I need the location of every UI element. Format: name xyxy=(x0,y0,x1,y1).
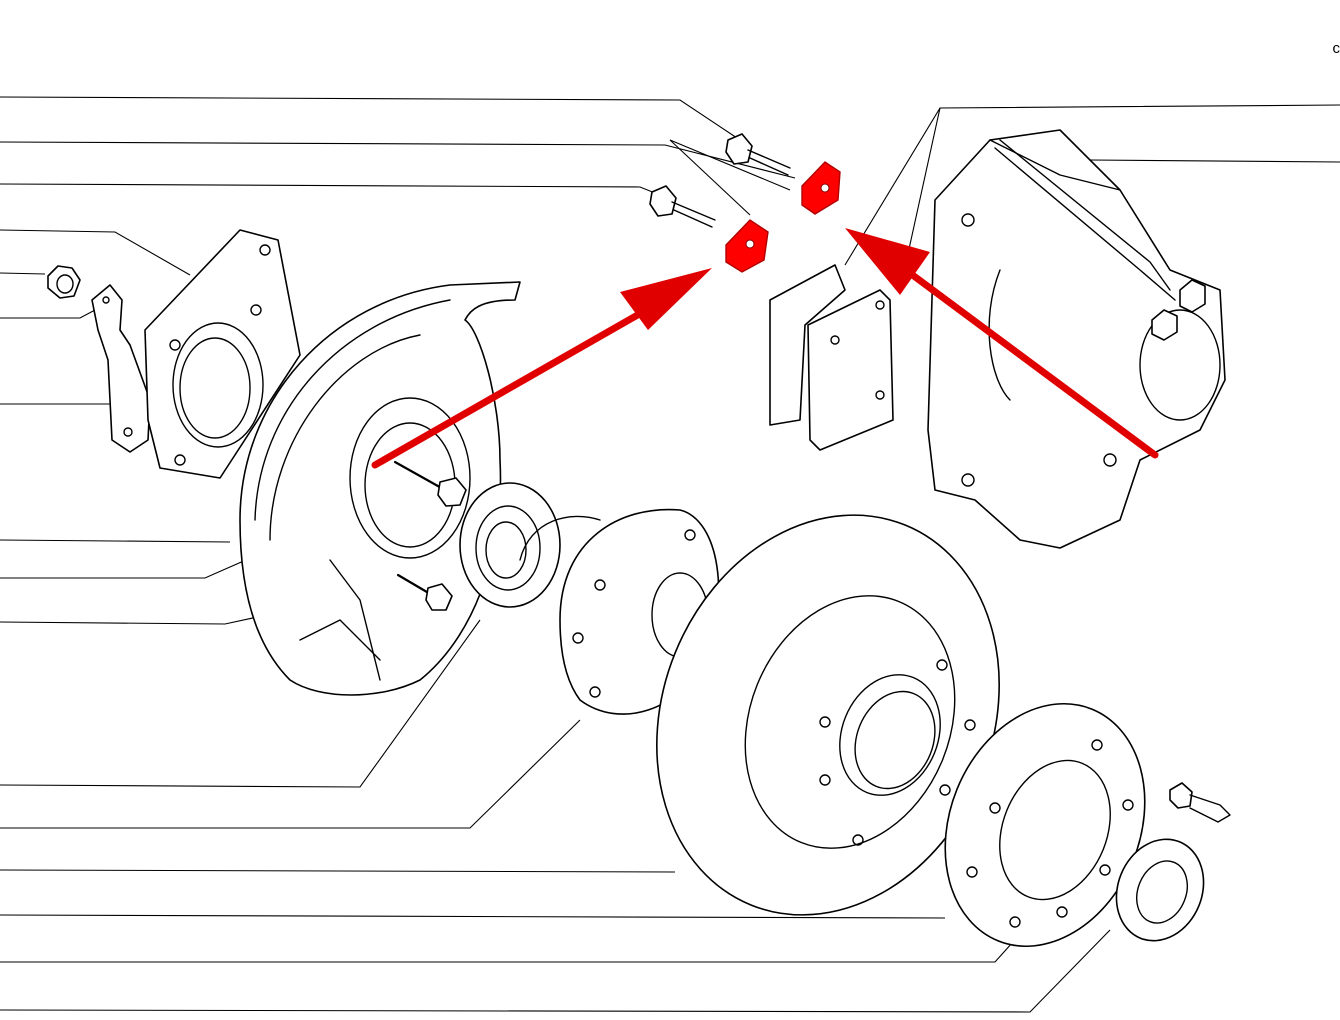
brake-pads xyxy=(769,264,894,451)
brake-caliper xyxy=(927,129,1226,549)
arrow-head-left xyxy=(620,268,712,330)
caliper-bolt-lower xyxy=(649,185,716,228)
lock-nut xyxy=(47,265,81,299)
caliper-bolt-upper xyxy=(725,133,791,176)
corner-label: c xyxy=(1332,40,1340,57)
highlight-arrows xyxy=(371,228,1159,469)
hub-bearing-inner xyxy=(459,482,561,608)
wheel-stud xyxy=(1169,782,1231,823)
lock-plate xyxy=(91,284,151,453)
bracket-bolt-lower xyxy=(396,573,453,611)
hub-bearing-outer xyxy=(1115,838,1205,942)
arrow-head-right xyxy=(845,228,930,295)
bracket-bolt-upper xyxy=(393,460,467,507)
caliper-shim-highlighted xyxy=(725,161,841,273)
splash-shield-bracket xyxy=(144,229,301,479)
